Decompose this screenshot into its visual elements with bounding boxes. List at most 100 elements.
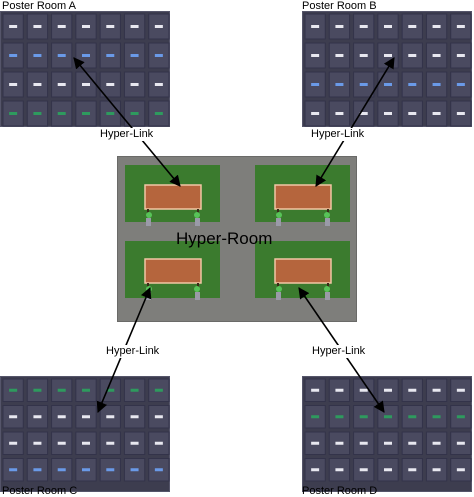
hyper-link-a-label: Hyper-Link xyxy=(99,128,155,141)
poster-marker xyxy=(154,25,163,28)
poster-marker xyxy=(359,388,368,392)
poster-grid-c xyxy=(2,378,170,482)
poster-marker xyxy=(130,54,139,57)
poster-marker xyxy=(154,388,163,392)
poster-room-c-label: Poster Room C xyxy=(2,485,78,497)
poster-marker xyxy=(33,112,42,115)
poster-room-a-label: Poster Room A xyxy=(2,0,76,12)
poster-marker xyxy=(335,54,344,57)
table-top-left xyxy=(144,184,202,226)
poster-marker xyxy=(57,112,66,115)
poster-marker xyxy=(130,388,139,392)
poster-marker xyxy=(154,54,163,57)
poster-marker xyxy=(408,388,417,392)
poster-marker xyxy=(82,441,90,445)
hyper-link-d-label: Hyper-Link xyxy=(311,345,367,358)
poster-marker xyxy=(311,83,320,86)
poster-marker xyxy=(33,25,42,28)
poster-marker xyxy=(408,112,417,115)
poster-marker xyxy=(384,54,392,57)
poster-marker xyxy=(9,468,18,472)
poster-marker xyxy=(456,388,465,392)
poster-marker xyxy=(106,388,115,392)
poster-room-b[interactable] xyxy=(302,11,472,127)
poster-marker xyxy=(359,25,368,28)
poster-marker xyxy=(335,441,344,445)
poster-marker xyxy=(130,415,139,419)
poster-marker xyxy=(106,441,115,445)
poster-marker xyxy=(359,468,368,472)
poster-room-d-label: Poster Room D xyxy=(302,485,378,497)
poster-marker xyxy=(57,388,66,392)
poster-marker xyxy=(57,54,66,57)
poster-marker xyxy=(359,83,368,86)
poster-marker xyxy=(432,112,441,115)
poster-marker xyxy=(82,388,90,392)
hyper-link-c-label: Hyper-Link xyxy=(105,345,161,358)
poster-marker xyxy=(384,83,392,86)
poster-marker xyxy=(106,415,115,419)
poster-marker xyxy=(82,415,90,419)
poster-marker xyxy=(408,25,417,28)
table-top-right xyxy=(274,184,332,226)
poster-marker xyxy=(130,83,139,86)
poster-marker xyxy=(33,54,42,57)
poster-marker xyxy=(311,415,320,419)
poster-marker xyxy=(33,468,42,472)
poster-marker xyxy=(130,112,139,115)
poster-marker xyxy=(106,54,115,57)
poster-marker xyxy=(359,441,368,445)
poster-room-d[interactable] xyxy=(302,376,472,492)
hyper-room-label: Hyper-Room xyxy=(176,229,273,248)
poster-grid-b xyxy=(304,13,472,127)
poster-marker xyxy=(359,54,368,57)
poster-marker xyxy=(82,54,90,57)
poster-marker xyxy=(384,468,392,472)
poster-marker xyxy=(57,25,66,28)
poster-marker xyxy=(154,415,163,419)
poster-marker xyxy=(311,54,320,57)
poster-marker xyxy=(335,112,344,115)
poster-marker xyxy=(33,83,42,86)
poster-marker xyxy=(106,468,115,472)
poster-marker xyxy=(335,468,344,472)
poster-marker xyxy=(408,415,417,419)
poster-marker xyxy=(130,25,139,28)
poster-room-a[interactable] xyxy=(0,11,170,127)
poster-marker xyxy=(432,441,441,445)
poster-marker xyxy=(57,83,66,86)
poster-marker xyxy=(311,388,320,392)
poster-marker xyxy=(311,25,320,28)
poster-marker xyxy=(456,83,465,86)
poster-marker xyxy=(456,54,465,57)
poster-marker xyxy=(130,441,139,445)
poster-marker xyxy=(106,83,115,86)
poster-marker xyxy=(154,441,163,445)
poster-marker xyxy=(335,25,344,28)
poster-marker xyxy=(82,468,90,472)
poster-marker xyxy=(33,388,42,392)
poster-marker xyxy=(9,415,18,419)
poster-marker xyxy=(311,468,320,472)
poster-marker xyxy=(9,112,18,115)
poster-marker xyxy=(432,388,441,392)
poster-marker xyxy=(384,415,392,419)
poster-marker xyxy=(57,415,66,419)
poster-room-c[interactable] xyxy=(0,376,170,492)
poster-marker xyxy=(130,468,139,472)
poster-marker xyxy=(408,468,417,472)
poster-marker xyxy=(33,415,42,419)
poster-marker xyxy=(9,388,18,392)
poster-marker xyxy=(456,25,465,28)
poster-marker xyxy=(456,441,465,445)
poster-marker xyxy=(335,83,344,86)
poster-marker xyxy=(384,112,392,115)
poster-marker xyxy=(359,415,368,419)
poster-marker xyxy=(311,112,320,115)
poster-marker xyxy=(408,54,417,57)
poster-grid-d xyxy=(304,378,472,482)
poster-marker xyxy=(154,112,163,115)
poster-marker xyxy=(154,83,163,86)
poster-marker xyxy=(456,468,465,472)
poster-marker xyxy=(432,468,441,472)
